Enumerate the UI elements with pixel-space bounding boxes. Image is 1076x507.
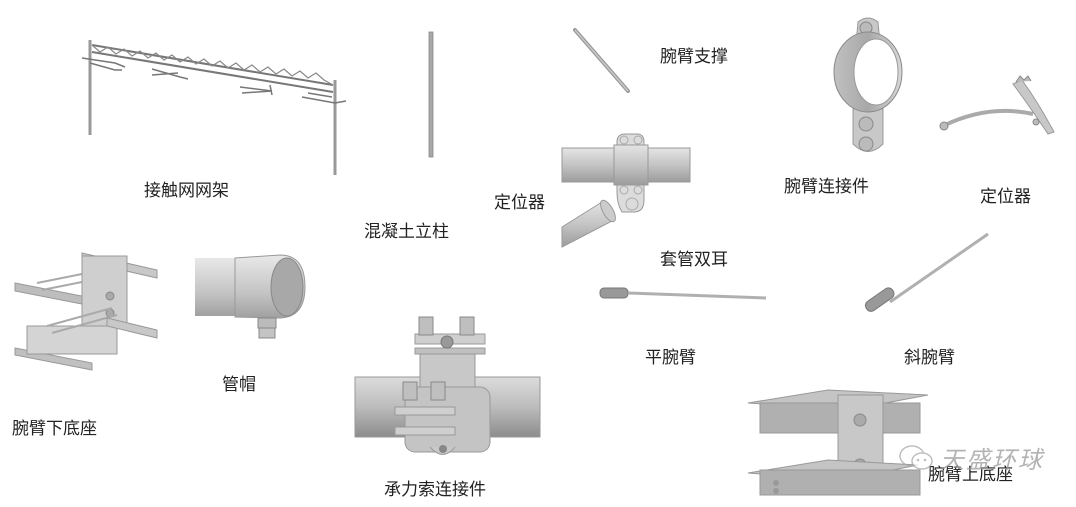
concrete-pole-drawing <box>428 31 434 158</box>
horizontal-cantilever <box>598 284 770 304</box>
messenger-wire-connector-label: 承力索连接件 <box>384 480 486 500</box>
messenger-wire-connector-drawing <box>354 316 541 455</box>
cantilever-connector-drawing <box>833 17 903 152</box>
locator-right-label: 定位器 <box>980 187 1031 207</box>
catenary-frame-label: 接触网网架 <box>144 181 229 201</box>
cantilever-brace <box>570 25 635 95</box>
catenary-frame <box>80 35 350 175</box>
sleeve-double-ear <box>561 132 697 248</box>
horizontal-cantilever-drawing <box>599 287 767 300</box>
cantilever-upper-base-drawing <box>747 389 929 496</box>
messenger-wire-connector <box>354 312 541 462</box>
pipe-cap-label: 管帽 <box>222 375 256 395</box>
cantilever-lower-base-label: 腕臂下底座 <box>12 419 97 439</box>
concrete-pole <box>426 30 436 160</box>
locator-right <box>938 74 1058 149</box>
watermark: 天盛环球 <box>898 440 1044 475</box>
cantilever-connector-label: 腕臂连接件 <box>784 177 869 197</box>
cantilever-brace-label: 腕臂支撑 <box>660 47 728 67</box>
pipe-cap-drawing <box>195 254 306 339</box>
cantilever-connector <box>828 14 908 164</box>
concrete-pole-label: 混凝土立柱 <box>364 222 449 242</box>
catenary-frame-drawing <box>81 40 347 175</box>
cantilever-upper-base-label: 腕臂上底座 <box>928 465 1013 485</box>
cantilever-lower-base <box>12 248 158 371</box>
cantilever-upper-base <box>747 385 929 500</box>
pipe-cap <box>195 254 310 350</box>
locator-right-drawing <box>939 75 1055 135</box>
inclined-cantilever <box>860 230 992 320</box>
inclined-cantilever-drawing <box>864 232 989 312</box>
inclined-cantilever-label: 斜腕臂 <box>904 348 955 368</box>
horizontal-cantilever-label: 平腕臂 <box>645 348 696 368</box>
cantilever-lower-base-drawing <box>14 252 158 371</box>
locator-left-label: 定位器 <box>494 193 545 213</box>
sleeve-double-ear-drawing <box>561 133 691 248</box>
wechat-icon <box>899 444 933 470</box>
cantilever-brace-drawing <box>573 28 630 93</box>
watermark-text: 天盛环球 <box>940 446 1044 474</box>
sleeve-double-ear-label: 套管双耳 <box>660 250 728 270</box>
